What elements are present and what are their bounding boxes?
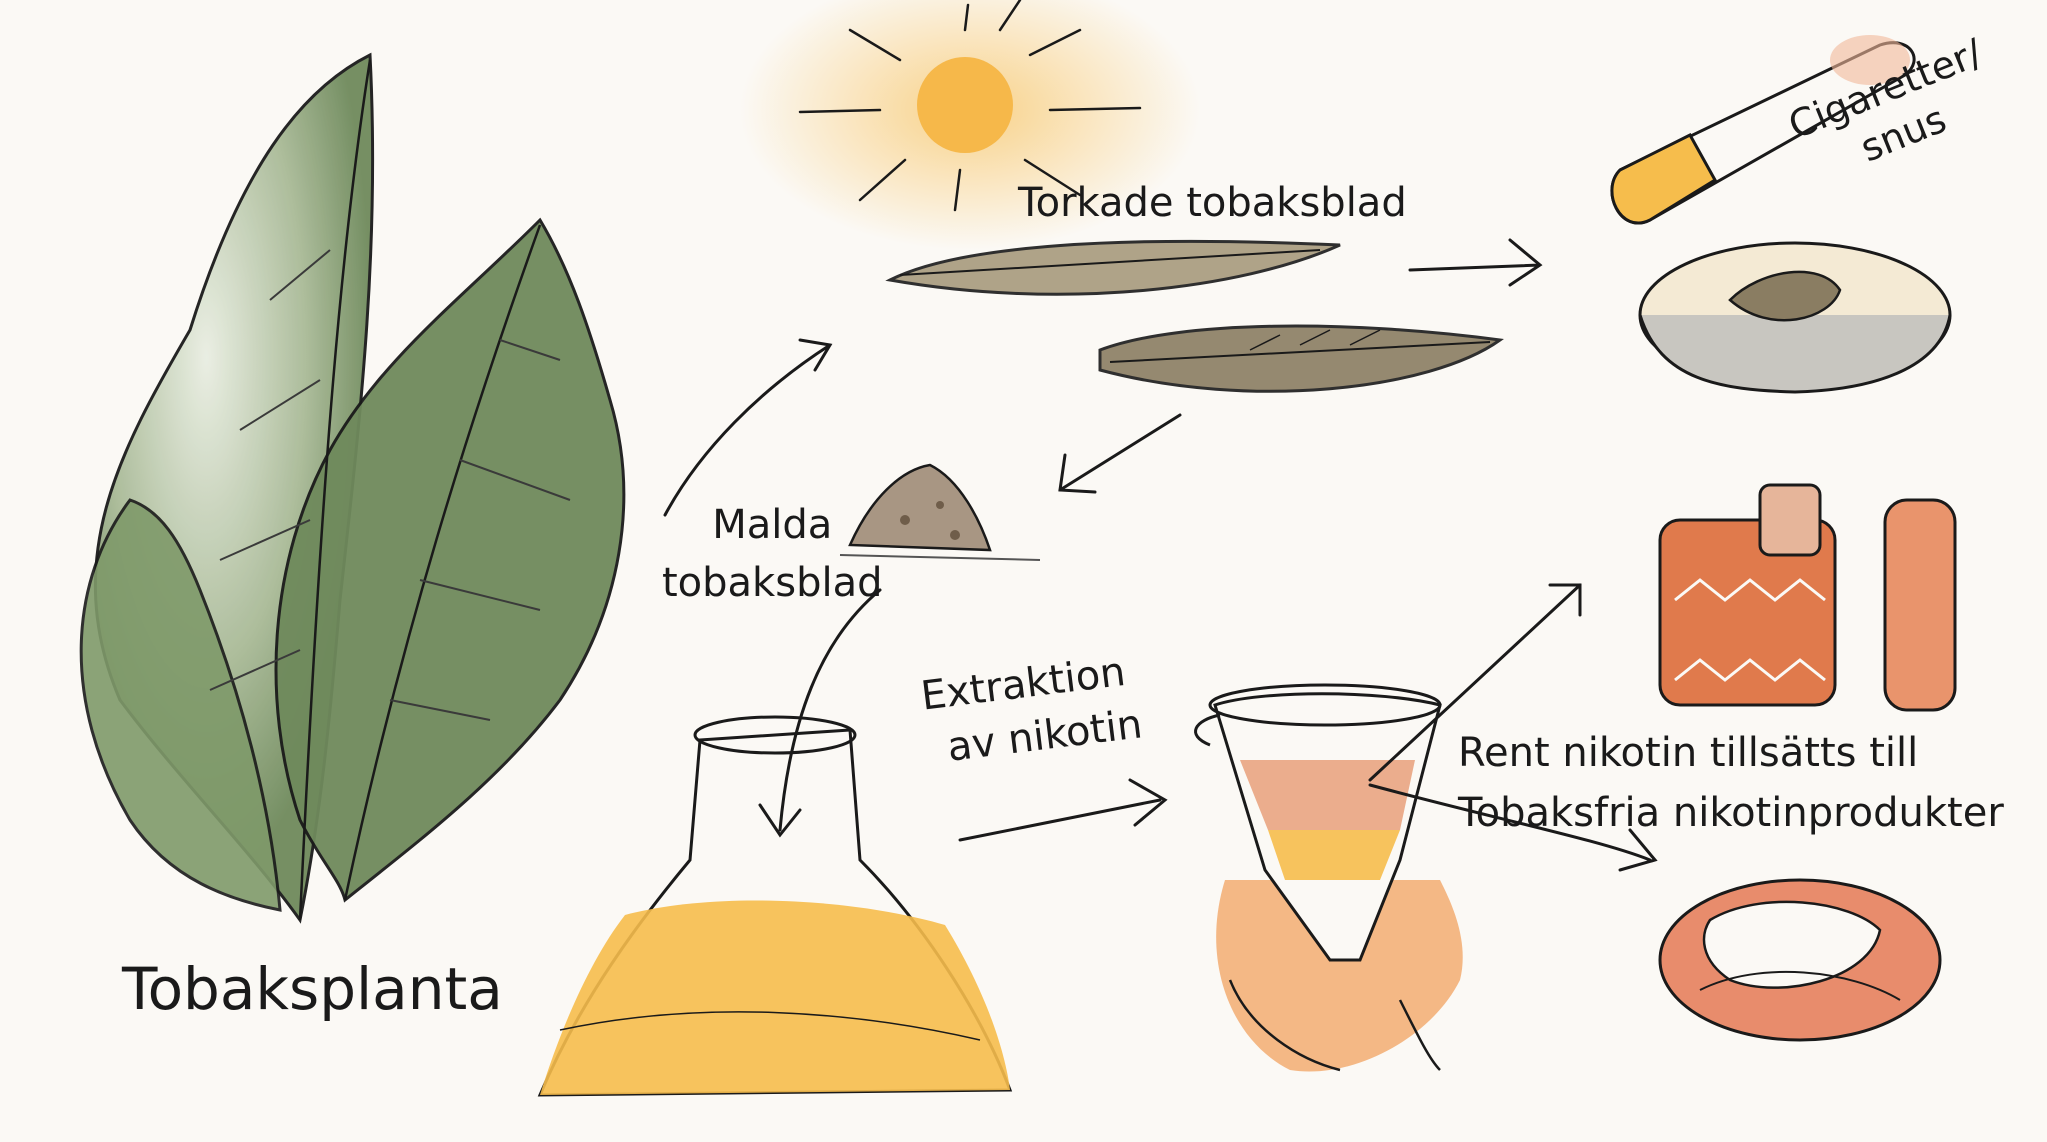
label-ground-line2: tobaksblad [662,554,882,612]
label-pure-nicotine: Rent nikotin tillsätts till Tobaksfria n… [1458,723,2004,843]
label-tobacco-plant: Tobaksplanta [122,955,503,1023]
label-dried-tobacco-leaves: Torkade tobaksblad [1018,180,1407,227]
heated-beaker-illustration [1196,685,1463,1072]
arrow-plant-to-dried [665,340,830,515]
arrow-flask-to-beaker [960,780,1165,840]
label-pure-line2: Tobaksfria nikotinprodukter [1458,783,2004,843]
arrow-dried-to-products [1410,240,1540,285]
label-pure-line1: Rent nikotin tillsätts till [1458,723,2004,783]
arrow-dried-to-ground [1060,415,1180,492]
label-ground-tobacco-leaves: Malda tobaksblad [662,496,882,612]
label-ground-line1: Malda [662,496,882,554]
tobacco-plant-illustration [81,55,624,920]
dried-leaves-illustration [890,241,1500,391]
